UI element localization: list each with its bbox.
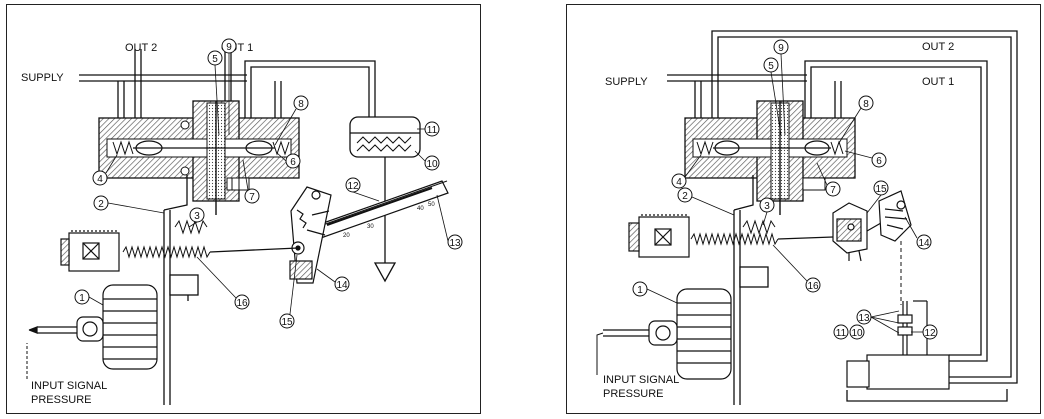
callout-13: 13 bbox=[449, 238, 461, 249]
callout-4-right: 4 bbox=[676, 177, 682, 188]
pneumatic-piping bbox=[79, 49, 376, 120]
scale-tick-20: 20 bbox=[343, 233, 350, 239]
label-supply-right: SUPPLY bbox=[605, 76, 648, 88]
diagram-panel-right: OUT 2 OUT 1 SUPPLY INPUT SIGNAL PRESSURE bbox=[566, 4, 1041, 414]
callout-12-right: 12 bbox=[924, 328, 936, 339]
callout-4: 4 bbox=[97, 174, 103, 185]
label-pressure: PRESSURE bbox=[31, 394, 92, 406]
callout-8-right: 8 bbox=[863, 99, 869, 110]
input-signal-arrow-right bbox=[596, 332, 604, 375]
callout-1: 1 bbox=[79, 293, 85, 304]
callout-5: 5 bbox=[212, 54, 218, 65]
callout-markers-right bbox=[632, 39, 938, 340]
callout-6: 6 bbox=[290, 157, 296, 168]
label-input-signal: INPUT SIGNAL bbox=[31, 380, 107, 392]
zero-adjust-unit-right bbox=[628, 214, 690, 258]
callout-2: 2 bbox=[98, 199, 104, 210]
label-supply: SUPPLY bbox=[21, 72, 64, 84]
callout-2-right: 2 bbox=[682, 191, 688, 202]
pilot-valve-body-right bbox=[684, 100, 856, 215]
callout-11: 11 bbox=[427, 125, 438, 136]
callout-15-right: 15 bbox=[875, 184, 887, 195]
positioner-diagram-left: 20 30 40 50 bbox=[21, 38, 463, 406]
flapper-assembly-right bbox=[733, 175, 776, 405]
scale-tick-50: 50 bbox=[428, 202, 435, 208]
feedback-spring-right bbox=[690, 232, 834, 246]
input-bellows bbox=[28, 284, 158, 370]
callout-1-right: 1 bbox=[637, 285, 643, 296]
zero-adjust-unit bbox=[60, 230, 120, 272]
callout-15: 15 bbox=[281, 317, 293, 328]
callout-leaders bbox=[88, 53, 449, 315]
callout-3: 3 bbox=[194, 211, 200, 222]
actuator-right bbox=[846, 300, 950, 390]
scale-tick-30: 30 bbox=[367, 224, 374, 230]
label-out2-right: OUT 2 bbox=[922, 41, 954, 53]
label-out1-right: OUT 1 bbox=[922, 76, 954, 88]
label-pressure-right: PRESSURE bbox=[603, 388, 664, 400]
label-input-signal-right: INPUT SIGNAL bbox=[603, 374, 679, 386]
callout-leaders-right bbox=[646, 53, 923, 334]
input-bellows-right bbox=[603, 288, 732, 380]
actuator-cylinder bbox=[349, 116, 421, 283]
rotary-feedback-assembly bbox=[832, 190, 912, 262]
callout-14: 14 bbox=[336, 280, 348, 291]
feedback-lever-assembly bbox=[289, 186, 332, 284]
pneumatic-piping-right bbox=[667, 30, 1018, 402]
callout-10: 10 bbox=[426, 159, 438, 170]
callout-markers bbox=[74, 38, 463, 329]
callout-12: 12 bbox=[347, 181, 359, 192]
label-out2: OUT 2 bbox=[125, 42, 157, 54]
callout-7: 7 bbox=[249, 192, 255, 203]
feedback-spring bbox=[122, 245, 299, 259]
pilot-valve-body bbox=[98, 100, 300, 215]
callout-10-right: 10 bbox=[851, 328, 863, 339]
positioner-diagram-right: OUT 2 OUT 1 SUPPLY INPUT SIGNAL PRESSURE bbox=[596, 30, 1018, 405]
callout-7-right: 7 bbox=[830, 185, 836, 196]
callout-9-right: 9 bbox=[778, 43, 784, 54]
callout-5-right: 5 bbox=[768, 61, 774, 72]
callout-9: 9 bbox=[226, 42, 232, 53]
callout-6-right: 6 bbox=[876, 156, 882, 167]
callout-numbers-right: 1 2 3 4 5 6 7 8 9 10 11 12 13 14 15 16 bbox=[637, 43, 936, 339]
callout-16: 16 bbox=[236, 298, 248, 309]
callout-14-right: 14 bbox=[918, 238, 930, 249]
diagram-panel-left: 20 30 40 50 bbox=[6, 4, 481, 414]
callout-11-right: 11 bbox=[836, 328, 847, 339]
flapper-assembly bbox=[163, 175, 208, 405]
callout-numbers: 1 2 3 4 5 6 7 8 9 10 11 12 13 14 15 16 bbox=[79, 42, 461, 328]
scale-tick-40: 40 bbox=[417, 206, 424, 212]
callout-13-right: 13 bbox=[858, 313, 870, 324]
callout-3-right: 3 bbox=[764, 201, 770, 212]
callout-16-right: 16 bbox=[807, 281, 819, 292]
callout-8: 8 bbox=[298, 99, 304, 110]
